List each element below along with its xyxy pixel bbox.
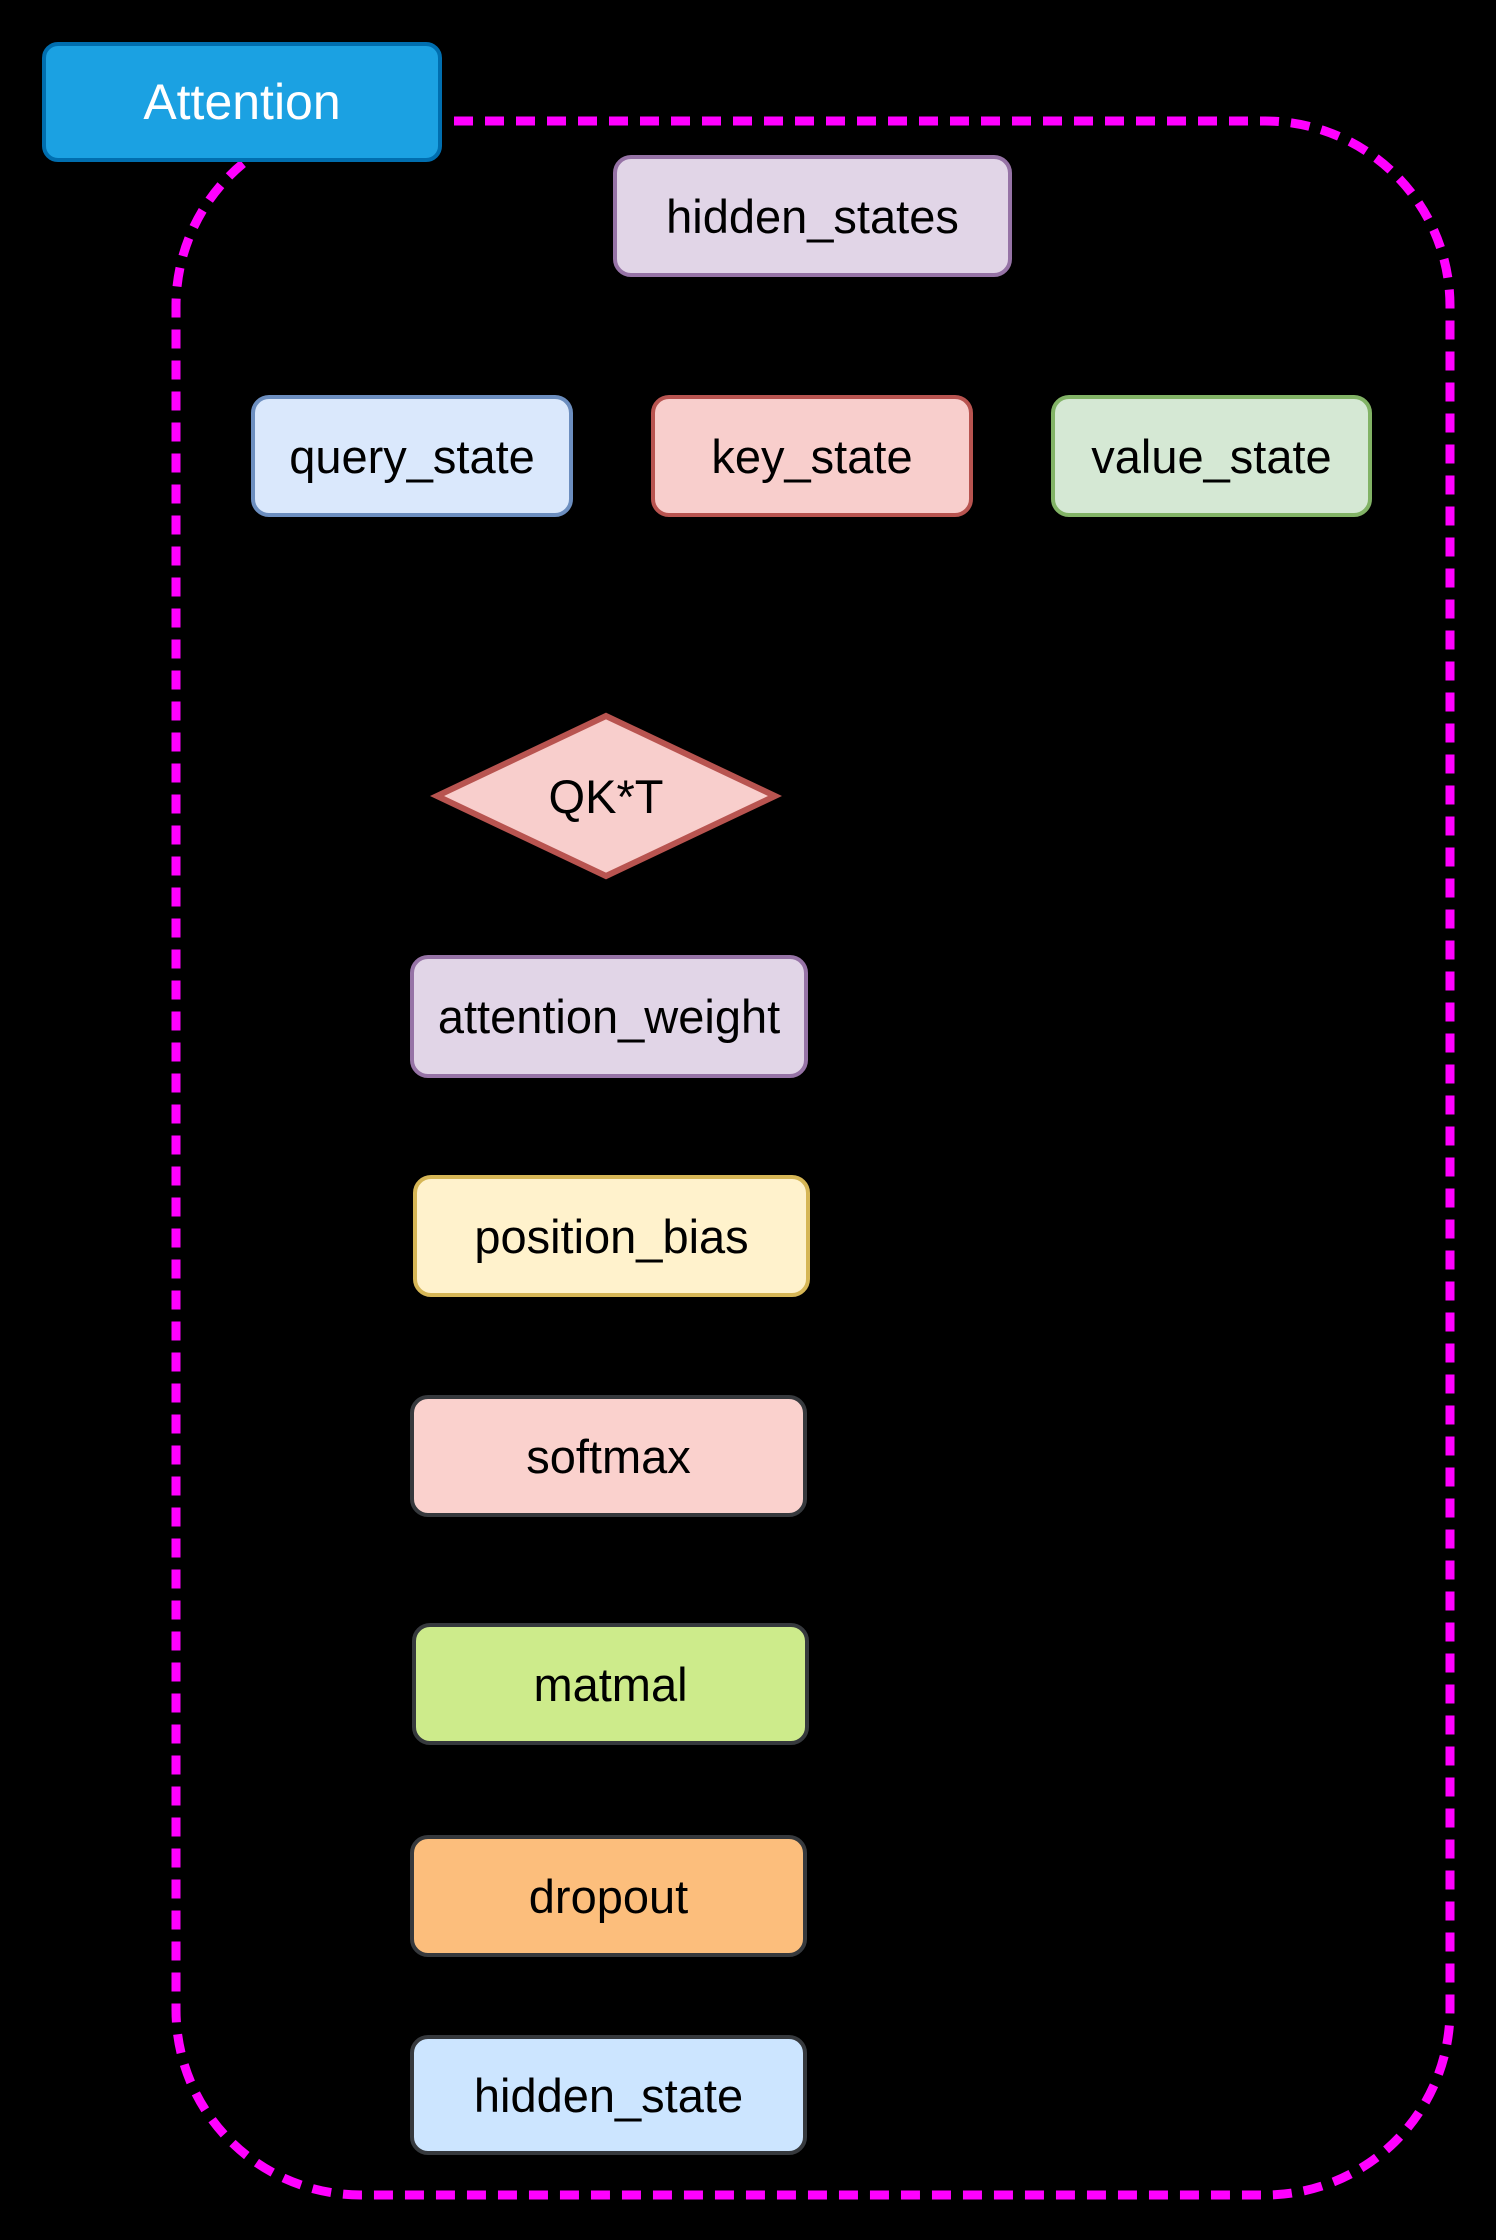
node-attention-weight: attention_weight <box>410 955 808 1078</box>
node-qkt: QK*T <box>430 709 782 883</box>
diamond-label: QK*T <box>548 769 664 823</box>
node-key-state: key_state <box>651 395 973 517</box>
node-softmax: softmax <box>410 1395 807 1517</box>
node-hidden-state: hidden_state <box>410 2035 807 2155</box>
node-hidden-states: hidden_states <box>613 155 1012 277</box>
node-matmal: matmal <box>412 1623 809 1745</box>
attention-title: Attention <box>42 42 442 162</box>
node-dropout: dropout <box>410 1835 807 1957</box>
node-position-bias: position_bias <box>413 1175 810 1297</box>
node-query-state: query_state <box>251 395 573 517</box>
node-value-state: value_state <box>1051 395 1372 517</box>
